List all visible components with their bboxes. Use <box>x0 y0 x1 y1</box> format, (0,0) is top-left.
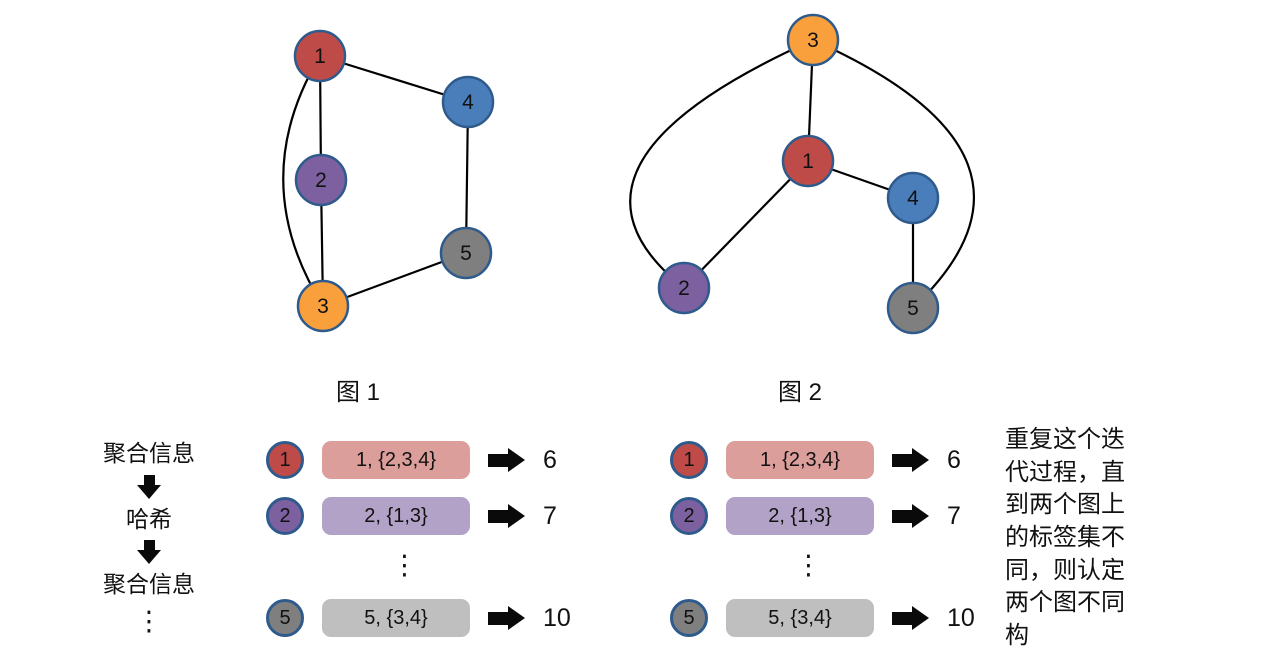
graph-edge-1-4 <box>319 54 469 104</box>
process-column: 聚合信息 哈希 聚合信息 ⋮ <box>88 440 210 635</box>
hash-result: 10 <box>543 603 571 632</box>
graph-node-4 <box>886 171 940 225</box>
graph-node-3 <box>786 13 840 67</box>
note-text: 重复这个迭代过程，直到两个图上的标签集不同，则认定两个图不同构 <box>1005 426 1125 649</box>
node-badge-1: 1 <box>266 441 304 479</box>
label-multiset: 2, {1,3} <box>322 497 470 535</box>
graph-node-5 <box>886 281 940 335</box>
graph-node-label: 4 <box>462 91 474 114</box>
graph-edge-1-3 <box>282 55 324 307</box>
hash-result: 10 <box>947 603 975 632</box>
graph-node-label: 2 <box>678 277 690 300</box>
label-multiset: 1, {2,3,4} <box>726 441 874 479</box>
graph-edge-1-4 <box>807 159 914 200</box>
process-ellipsis: ⋮ <box>135 605 163 636</box>
node-badge-5: 5 <box>266 599 304 637</box>
graph-node-5 <box>439 226 493 280</box>
node-badge-1: 1 <box>670 441 708 479</box>
graph-node-label: 3 <box>807 29 819 52</box>
graph-node-label: 1 <box>802 150 814 173</box>
node-badge-2: 2 <box>266 497 304 535</box>
hash-row: 5 5, {3,4} 10 <box>670 596 985 640</box>
hash-row: 2 2, {1,3} 7 <box>266 494 581 538</box>
table-ellipsis: ⋮ <box>795 550 822 580</box>
label-multiset: 1, {2,3,4} <box>322 441 470 479</box>
graph-edge-1-2 <box>318 55 323 181</box>
label-multiset: 5, {3,4} <box>322 599 470 637</box>
graph-node-label: 3 <box>317 295 329 318</box>
arrow-right-icon <box>892 504 929 528</box>
arrow-right-icon <box>488 448 525 472</box>
graph-edge-3-5 <box>322 251 467 308</box>
arrow-right-icon <box>488 606 525 630</box>
label-multiset: 5, {3,4} <box>726 599 874 637</box>
graph-edge-2-3 <box>319 179 325 307</box>
graph-node-label: 1 <box>314 45 326 68</box>
graph-node-label: 5 <box>460 242 472 265</box>
graph-node-label: 5 <box>907 297 919 320</box>
node-badge-5: 5 <box>670 599 708 637</box>
process-step-aggregate-2: 聚合信息 <box>103 571 195 598</box>
graph-node-2 <box>294 153 348 207</box>
node-badge-2: 2 <box>670 497 708 535</box>
graph-edge-3-2 <box>629 38 814 289</box>
table-ellipsis: ⋮ <box>391 550 418 580</box>
arrow-right-icon <box>892 606 929 630</box>
hash-row: 1 1, {2,3,4} 6 <box>266 438 581 482</box>
arrow-right-icon <box>892 448 929 472</box>
hash-row: 2 2, {1,3} 7 <box>670 494 985 538</box>
label-multiset: 2, {1,3} <box>726 497 874 535</box>
graph-edge-4-5 <box>464 101 470 254</box>
arrow-down-icon <box>137 474 161 499</box>
process-step-hash: 哈希 <box>126 505 172 532</box>
graph-node-2 <box>657 261 711 315</box>
hash-result: 7 <box>543 501 557 530</box>
graph-edge-1-2 <box>683 160 809 289</box>
graph-edge-3-5 <box>812 38 976 309</box>
graph-node-label: 2 <box>315 169 327 192</box>
graph-node-label: 4 <box>907 187 919 210</box>
graph2-hash-table: 1 1, {2,3,4} 6 2 2, {1,3} 7 ⋮ 5 5, {3,4}… <box>670 438 985 652</box>
hash-result: 6 <box>947 445 961 474</box>
arrow-down-icon <box>137 540 161 565</box>
graph-node-1 <box>293 29 347 83</box>
graph-node-3 <box>296 279 350 333</box>
graph1-hash-table: 1 1, {2,3,4} 6 2 2, {1,3} 7 ⋮ 5 5, {3,4}… <box>266 438 581 652</box>
hash-row: 1 1, {2,3,4} 6 <box>670 438 985 482</box>
graph-edge-3-1 <box>806 39 815 162</box>
arrow-right-icon <box>488 504 525 528</box>
hash-row: 5 5, {3,4} 10 <box>266 596 581 640</box>
graph-node-1 <box>781 134 835 188</box>
graph1-caption: 图 1 <box>335 379 380 406</box>
hash-result: 7 <box>947 501 961 530</box>
graph2-caption: 图 2 <box>777 379 822 406</box>
hash-result: 6 <box>543 445 557 474</box>
graph-node-4 <box>441 75 495 129</box>
process-step-aggregate: 聚合信息 <box>103 440 195 466</box>
